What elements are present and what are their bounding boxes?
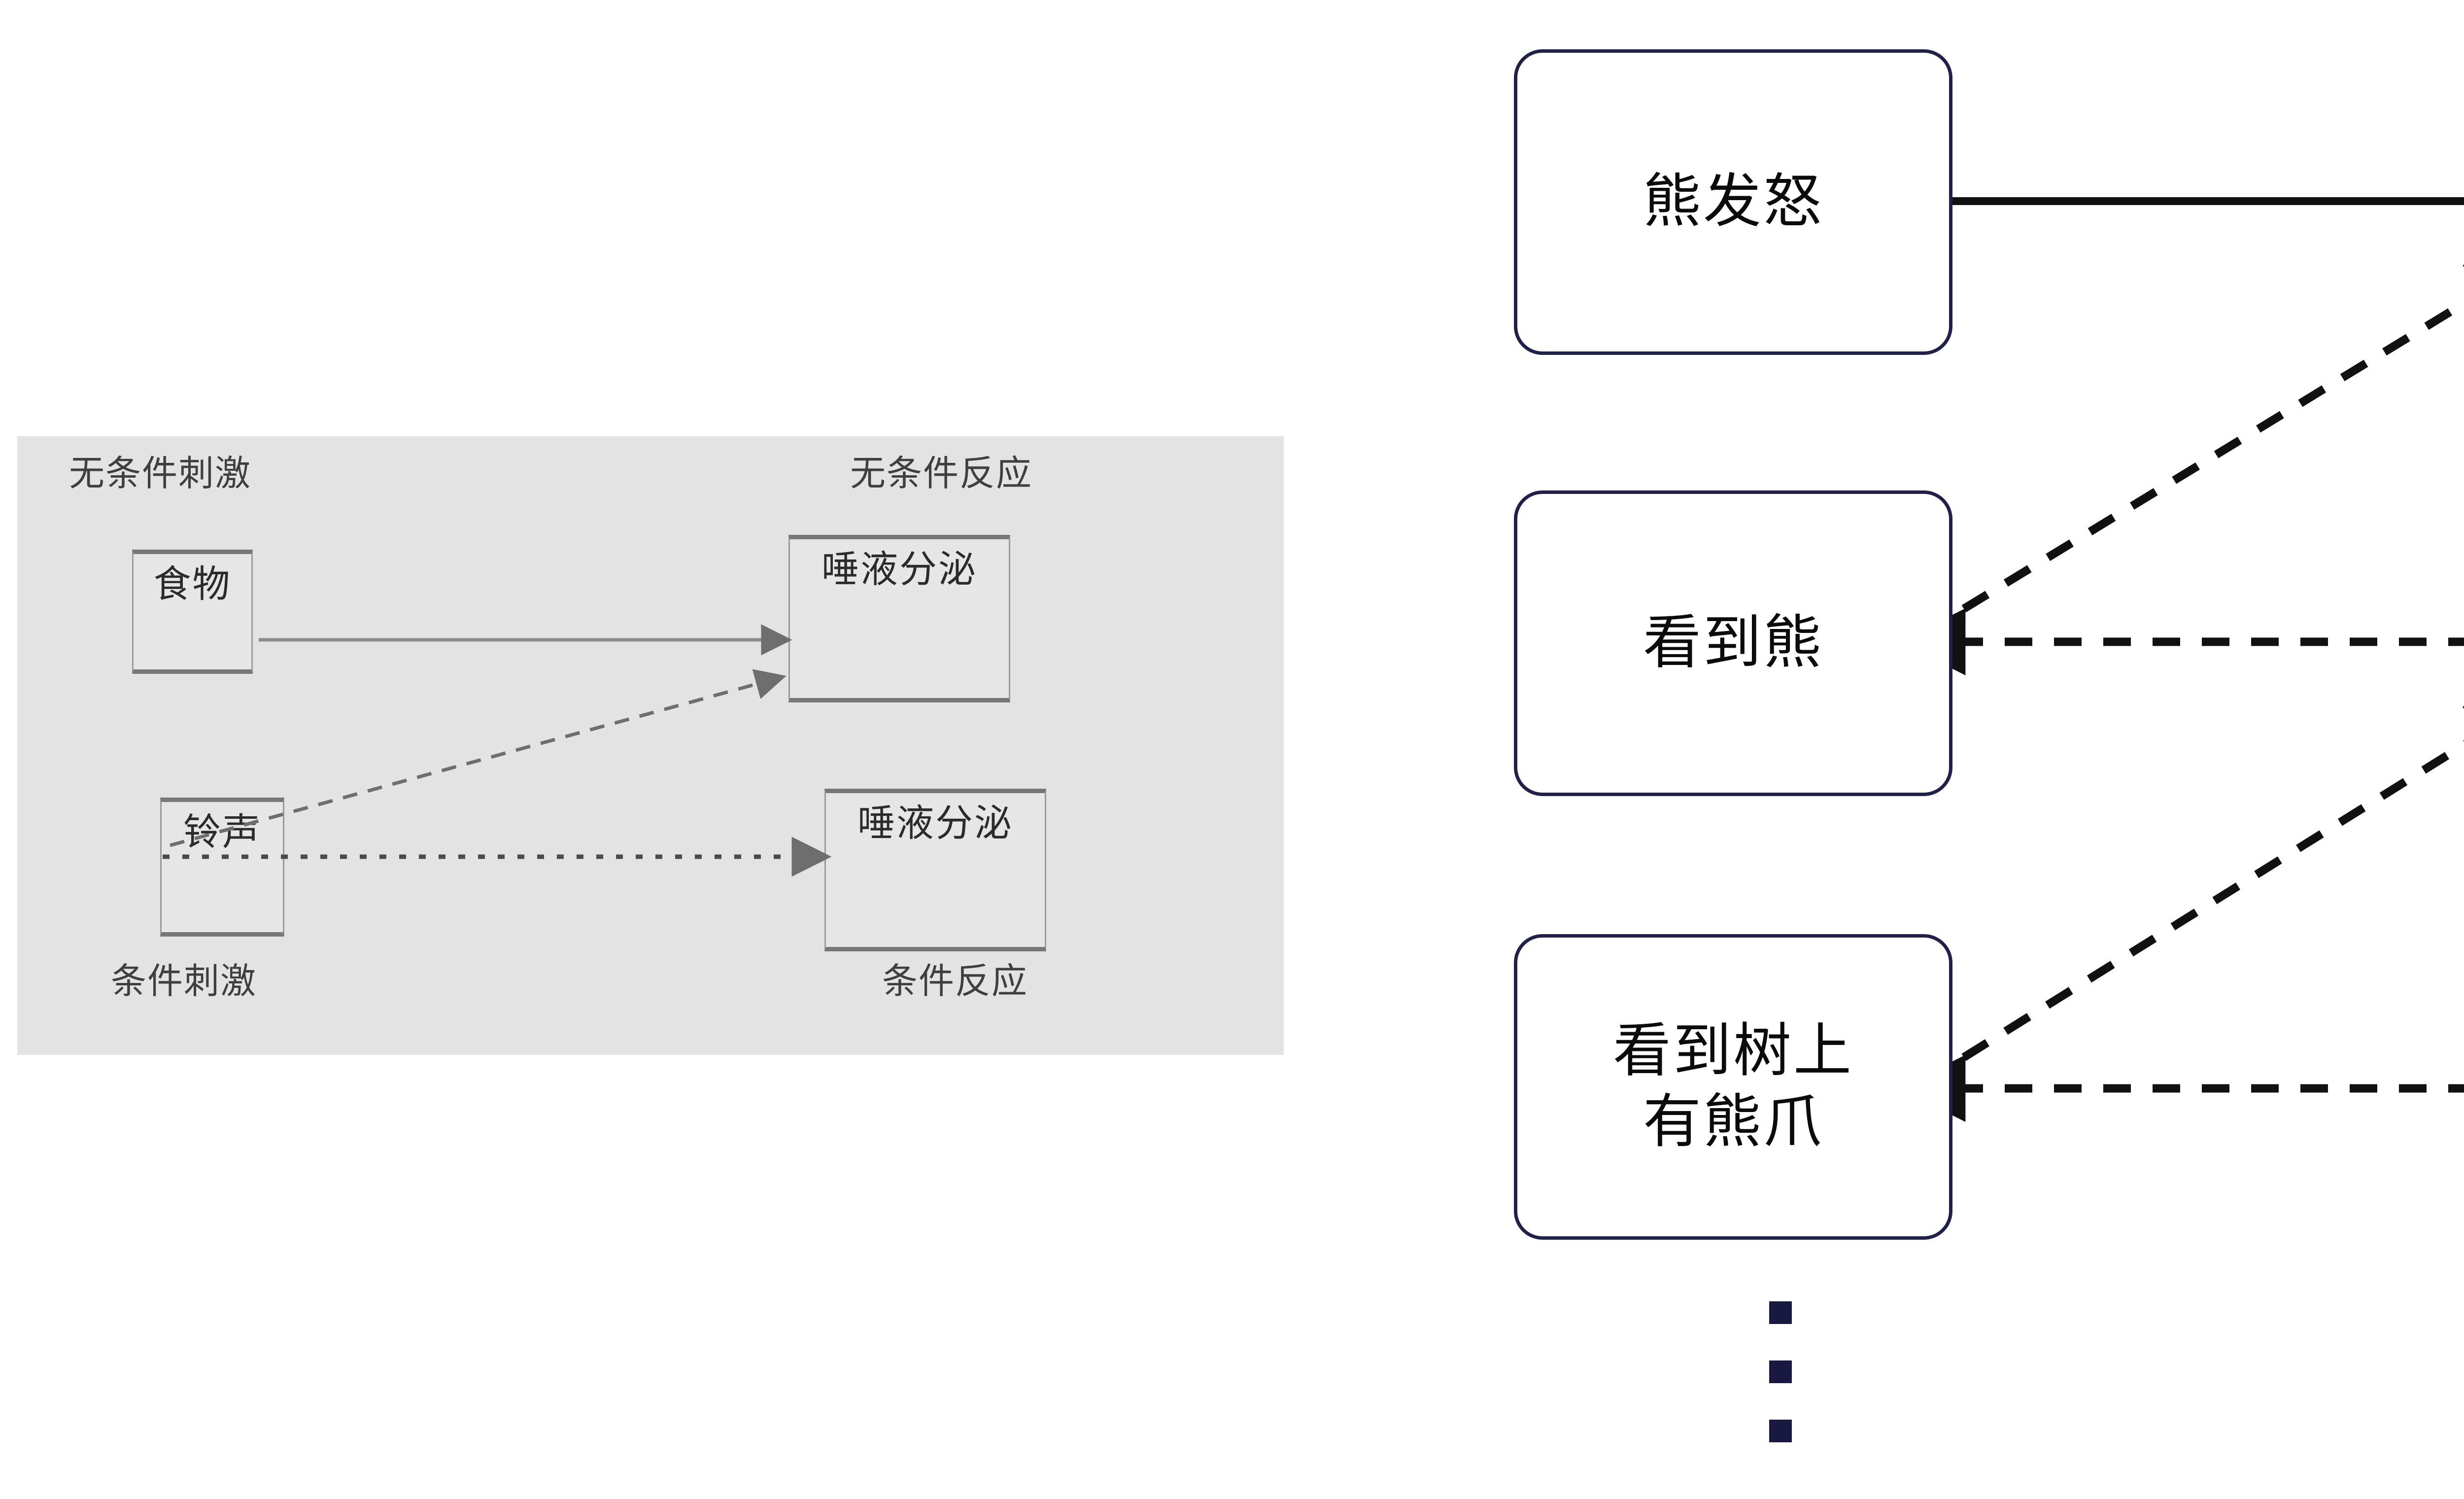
caption-unconditioned-response: 无条件反应 (850, 454, 1033, 493)
cc-box-salivation-unconditioned: 唾液分泌 (788, 535, 1010, 702)
cc-box-salivation-conditioned-label: 唾液分泌 (857, 802, 1013, 844)
node-bear-angry[interactable]: 熊发怒 (1514, 49, 1952, 355)
caption-conditioned-response: 条件反应 (882, 962, 1028, 1001)
node-see-bear[interactable]: 看到熊 (1514, 490, 1952, 796)
node-bear-angry-label: 熊发怒 (1643, 169, 1823, 235)
edge-see-bear-to-reward (1961, 258, 2464, 613)
cc-box-food: 食物 (132, 550, 253, 674)
caption-unconditioned-stimulus: 无条件刺激 (69, 454, 252, 493)
node-see-bear-claw-on-tree[interactable]: 看到树上 有熊爪 (1514, 934, 1952, 1240)
cc-box-bell: 铃声 (160, 798, 284, 937)
ellipsis-dot (1769, 1420, 1792, 1442)
cc-box-food-label: 食物 (153, 563, 232, 605)
cc-box-salivation-conditioned: 唾液分泌 (824, 789, 1046, 951)
caption-conditioned-stimulus: 条件刺激 (111, 962, 257, 1001)
ellipsis-dot (1769, 1301, 1792, 1324)
ellipsis-dot (1769, 1360, 1792, 1383)
cc-box-bell-label: 铃声 (183, 811, 261, 853)
node-see-bear-claw-on-tree-label: 看到树上 有熊爪 (1612, 1018, 1853, 1154)
edge-see-bear-claw-to-value-s-prime (1961, 699, 2464, 1061)
cc-box-salivation-unconditioned-label: 唾液分泌 (821, 549, 977, 591)
classical-conditioning-panel: 无条件刺激 无条件反应 条件刺激 条件反应 食物 铃声 唾液分泌 唾液分泌 (17, 436, 1284, 1055)
ellipsis-left-states (1769, 1301, 1792, 1479)
node-see-bear-label: 看到熊 (1643, 610, 1823, 676)
